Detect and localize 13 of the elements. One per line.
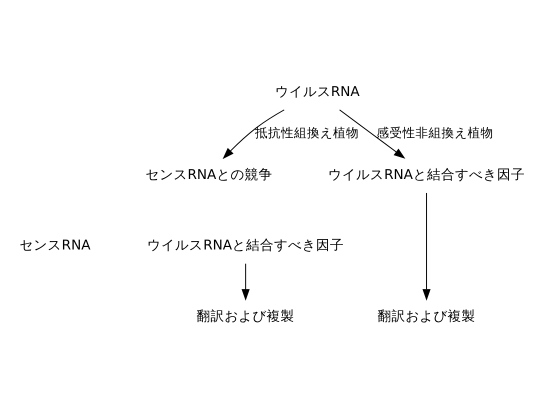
node-text: ウイルスRNAと結合すべき因子 [328, 167, 525, 184]
arrow [339, 109, 406, 159]
node-text: センスRNA [20, 238, 90, 254]
node-text: ウイルスRNA [274, 84, 360, 100]
node-text: 翻訳および複製 [196, 308, 295, 324]
node-text: 翻訳および複製 [378, 308, 476, 324]
node-text: センスRNAとの競争 [145, 167, 272, 184]
edge-label: 感受性非組換え植物 [376, 125, 494, 140]
edge-label: 抵抗性組換え植物 [255, 125, 360, 140]
arrow [242, 263, 250, 301]
arrow [222, 109, 285, 160]
node-text: ウイルスRNAと結合すべき因子 [147, 238, 344, 254]
arrow [422, 192, 431, 301]
